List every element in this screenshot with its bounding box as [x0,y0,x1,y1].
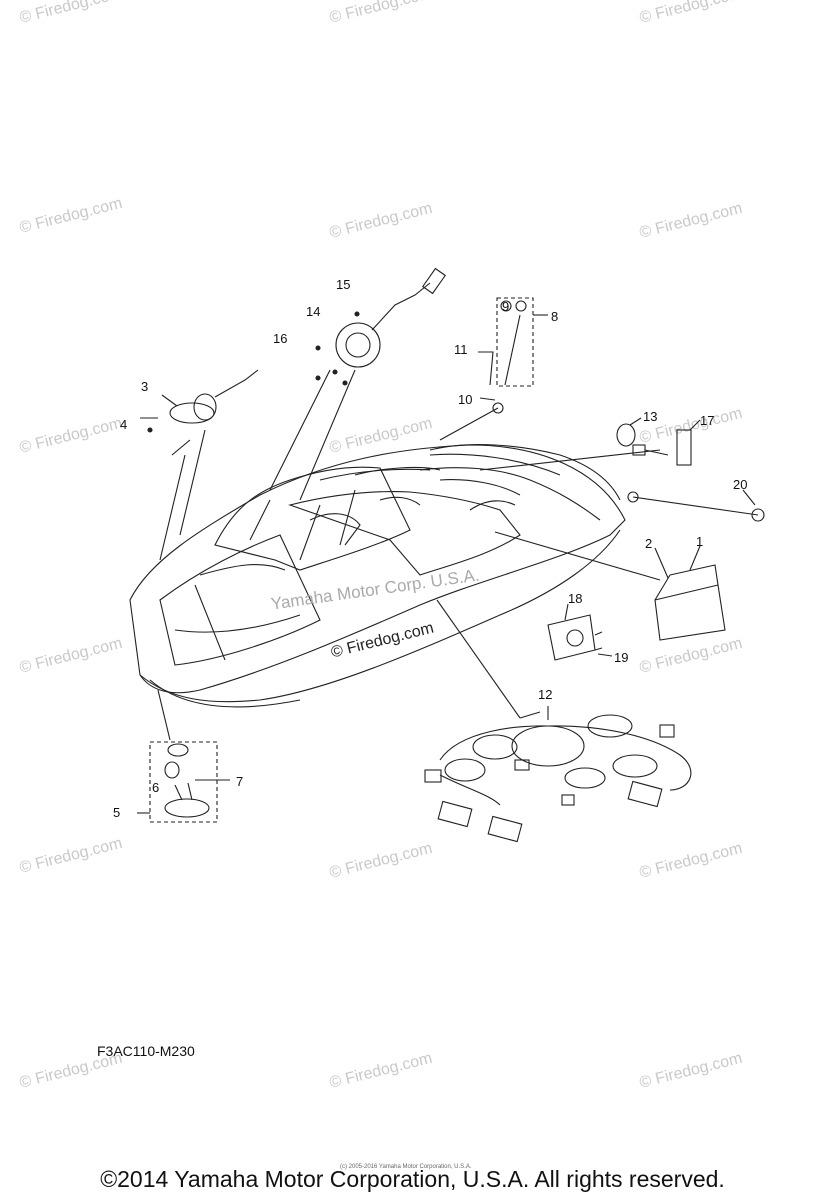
callout-8: 8 [551,309,559,324]
callout-4: 4 [120,417,128,432]
callout-16: 16 [273,331,288,346]
part-1-bracket [654,584,726,641]
part-13-cap [616,423,636,447]
boat-hull [129,444,626,694]
figure-code: F3AC110-M230 [97,1043,195,1059]
part-3-fitting [169,402,215,424]
callout-7: 7 [236,774,244,789]
callout-5: 5 [113,805,121,820]
part-18-switch [547,614,596,661]
callout-18: 18 [568,591,583,606]
part-14-flange [335,322,381,368]
callout-14: 14 [306,304,321,319]
part-20-rod [632,496,759,516]
callout-17: 17 [700,413,715,428]
callout-2: 2 [645,536,653,551]
part-5-plate [164,798,210,818]
callout-1: 1 [696,534,704,549]
callout-3: 3 [141,379,149,394]
callout-11: 11 [454,342,468,357]
copyright-footer: ©2014 Yamaha Motor Corporation, U.S.A. A… [100,1166,725,1192]
small-copyright: (c) 2005-2016 Yamaha Motor Corporation, … [340,1164,472,1170]
callout-9: 9 [502,299,510,314]
callout-10: 10 [458,392,473,407]
part-17-sensor [676,429,692,466]
callout-12: 12 [538,687,553,702]
callout-15: 15 [336,277,351,292]
callout-20: 20 [733,477,748,492]
callout-19: 19 [614,650,629,665]
callout-6: 6 [152,780,160,795]
callout-13: 13 [643,409,658,424]
